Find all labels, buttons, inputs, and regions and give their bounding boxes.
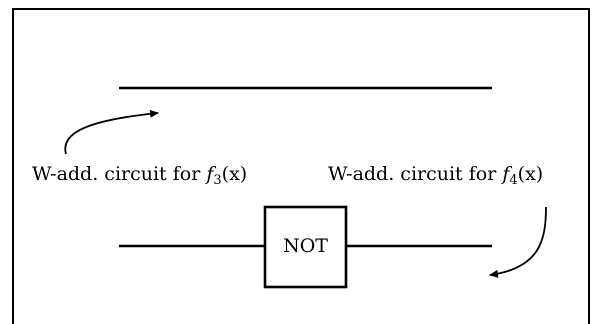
label-f3-circuit: W-add. circuit for f3(x) <box>32 163 247 188</box>
label-f4-circuit: W-add. circuit for f4(x) <box>328 163 543 188</box>
not-gate-label: NOT <box>283 235 328 257</box>
diagram-frame <box>12 8 590 324</box>
arrow-to-bottom-wire <box>489 206 547 278</box>
not-gate <box>263 205 348 289</box>
arrow-to-top-wire <box>64 109 159 155</box>
